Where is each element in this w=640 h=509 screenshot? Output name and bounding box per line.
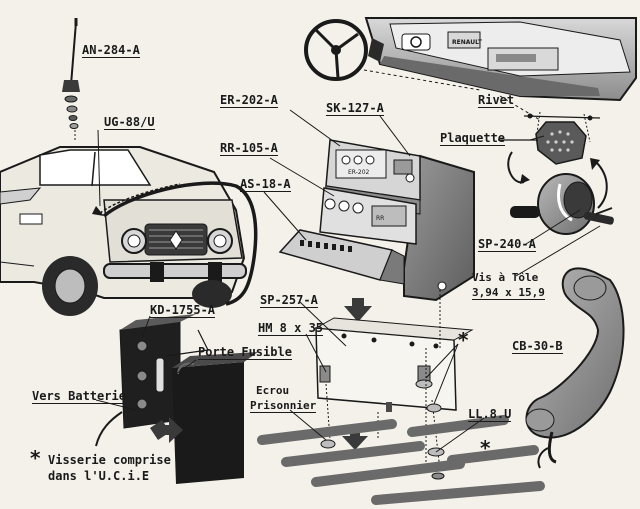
label-vis-size: 3,94 x 15,9 [472,286,545,300]
label-cb-30-b: CB-30-B [512,339,563,354]
label-sp-257-a: SP-257-A [260,293,318,308]
label-vers-batterie: Vers Batterie [32,389,126,404]
footnote-line-1: Visserie comprise [48,453,171,467]
antenna-drawing [62,18,80,142]
label-plaquette: Plaquette [440,131,506,146]
fuse-holder-drawing [95,314,258,484]
label-kd-1755-a: KD-1755-A [150,303,216,318]
footnote: Visserie comprise dans l'U.C.i.E [48,452,171,484]
floor-bars [257,415,545,505]
label-hm-8x35: HM 8 x 35 [258,321,324,336]
label-sk-127-a: SK-127-A [326,101,384,116]
label-sp-240-a: SP-240-A [478,237,536,252]
svg-text:ER-202: ER-202 [348,169,370,176]
label-rivet: Rivet [478,93,515,108]
dashboard-drawing: RENAULT [304,17,637,121]
asterisk-marker: * [480,436,491,460]
car-drawing [0,146,247,316]
label-ug-88-u: UG-88/U [104,115,155,130]
label-vis-a-tole: Vis à Tôle [472,271,539,284]
label-as-18-a: AS-18-A [240,177,291,192]
label-porte-fusible: Porte Fusible [198,345,292,360]
label-an-284-a: AN-284-A [82,43,140,58]
label-ecrou: Ecrou [256,384,290,397]
radio-unit-drawing: ER-202 RR [278,139,475,322]
label-ll-8-u: LL.8.U [468,407,512,422]
svg-text:RENAULT: RENAULT [452,39,483,46]
asterisk-marker: * [458,328,469,352]
label-prisonnier: Prisonnier [250,399,317,413]
asterisk-marker: * [30,446,41,470]
svg-text:RR: RR [376,215,384,222]
leader-lines [95,109,601,453]
footnote-line-2: dans l'U.C.i.E [48,469,150,483]
label-er-202-a: ER-202-A [220,93,278,108]
label-rr-105-a: RR-105-A [220,141,278,156]
handset-drawing [525,267,625,469]
hanger-drawing [507,151,614,235]
